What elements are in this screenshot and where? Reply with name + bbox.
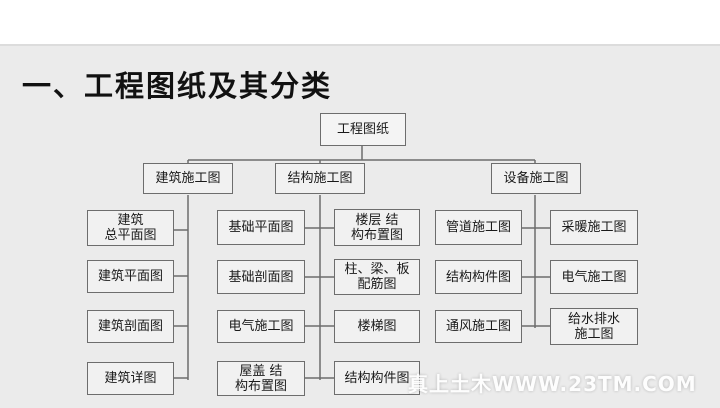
node-structural-component-drawing-equipment: 结构构件图	[435, 260, 522, 294]
node-section-drawing: 建筑剖面图	[87, 310, 174, 343]
node-foundation-plan: 基础平面图	[217, 210, 305, 245]
node-foundation-section: 基础剖面图	[217, 260, 305, 294]
slide-title: 一、工程图纸及其分类	[22, 69, 333, 103]
node-heating-drawing: 采暖施工图	[550, 210, 638, 245]
node-roof-structural-layout: 屋盖 结 构布置图	[217, 361, 305, 396]
watermark: 真上土木WWW.23TM.COM	[408, 372, 697, 396]
node-floor-structural-layout: 楼层 结 构布置图	[334, 209, 420, 246]
node-stair-drawing: 楼梯图	[334, 310, 420, 343]
node-column-beam-slab-reinforcement: 柱、梁、板 配筋图	[334, 259, 420, 295]
node-detail-drawing: 建筑详图	[87, 362, 174, 395]
node-electrical-drawing-equipment: 电气施工图	[550, 260, 638, 294]
node-floor-plan: 建筑平面图	[87, 260, 174, 293]
node-structural-component-drawing: 结构构件图	[334, 361, 420, 395]
node-water-supply-drainage-drawing: 给水排水 施工图	[550, 308, 638, 345]
node-piping-drawing: 管道施工图	[435, 210, 522, 245]
node-root: 工程图纸	[320, 113, 406, 146]
node-ventilation-drawing: 通风施工图	[435, 310, 522, 343]
node-electrical-drawing-structural: 电气施工图	[217, 310, 305, 343]
slide-top-band	[0, 0, 720, 46]
node-structural-drawings: 结构施工图	[275, 163, 365, 194]
node-equipment-drawings: 设备施工图	[491, 163, 581, 194]
node-architectural-drawings: 建筑施工图	[143, 163, 233, 194]
node-site-plan: 建筑 总平面图	[87, 210, 174, 246]
